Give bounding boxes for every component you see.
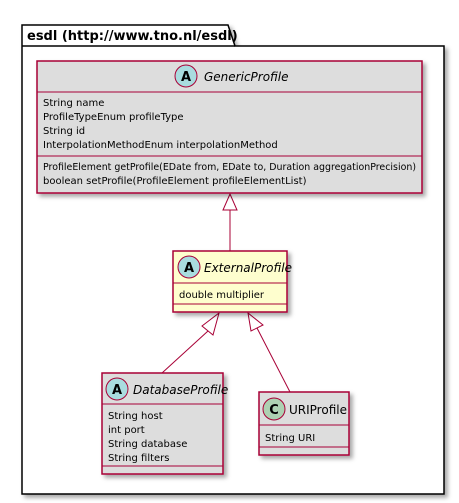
inheritance-arrowhead bbox=[222, 192, 238, 211]
class-name: URIProfile bbox=[289, 403, 347, 417]
class-icon bbox=[262, 397, 286, 421]
stereotype-letter: C bbox=[269, 403, 279, 418]
edge-external-to-generic bbox=[222, 192, 238, 251]
class-generic-profile[interactable]: A GenericProfile String name ProfileType… bbox=[36, 60, 423, 194]
class-box bbox=[258, 391, 350, 456]
attribute: String id bbox=[43, 126, 85, 137]
attribute: ProfileTypeEnum profileType bbox=[43, 112, 184, 123]
attribute: int port bbox=[108, 425, 145, 436]
abstract-class-icon bbox=[177, 255, 201, 279]
attribute: String database bbox=[108, 439, 187, 450]
abstract-class-icon bbox=[174, 64, 198, 88]
edge-database-to-external bbox=[161, 311, 220, 374]
attribute: String URI bbox=[265, 433, 315, 444]
attribute: InterpolationMethodEnum interpolationMet… bbox=[43, 140, 278, 151]
class-name: DatabaseProfile bbox=[133, 383, 228, 397]
edge-uri-to-external bbox=[247, 311, 291, 393]
stereotype-letter: A bbox=[112, 383, 122, 398]
class-database-profile[interactable]: A DatabaseProfile String host int port S… bbox=[101, 372, 228, 475]
inheritance-arrowhead bbox=[201, 311, 220, 336]
class-name: GenericProfile bbox=[204, 70, 289, 84]
attribute: String host bbox=[108, 411, 163, 422]
attribute: double multiplier bbox=[179, 290, 265, 301]
stereotype-letter: A bbox=[184, 261, 194, 276]
class-uri-profile[interactable]: C URIProfile String URI bbox=[258, 391, 350, 456]
class-box bbox=[36, 60, 423, 194]
inheritance-arrowhead bbox=[247, 311, 264, 332]
method: ProfileElement getProfile(EDate from, ED… bbox=[43, 162, 416, 173]
inheritance-edges bbox=[161, 192, 291, 393]
class-name: ExternalProfile bbox=[204, 261, 292, 275]
stereotype-letter: A bbox=[181, 70, 191, 85]
package-label: esdl (http://www.tno.nl/esdl) bbox=[27, 29, 238, 44]
class-external-profile[interactable]: A ExternalProfile double multiplier bbox=[172, 250, 292, 313]
method: boolean setProfile(ProfileElement profil… bbox=[43, 176, 307, 187]
attribute: String name bbox=[43, 98, 104, 109]
abstract-class-icon bbox=[105, 377, 129, 401]
attribute: String filters bbox=[108, 453, 170, 464]
